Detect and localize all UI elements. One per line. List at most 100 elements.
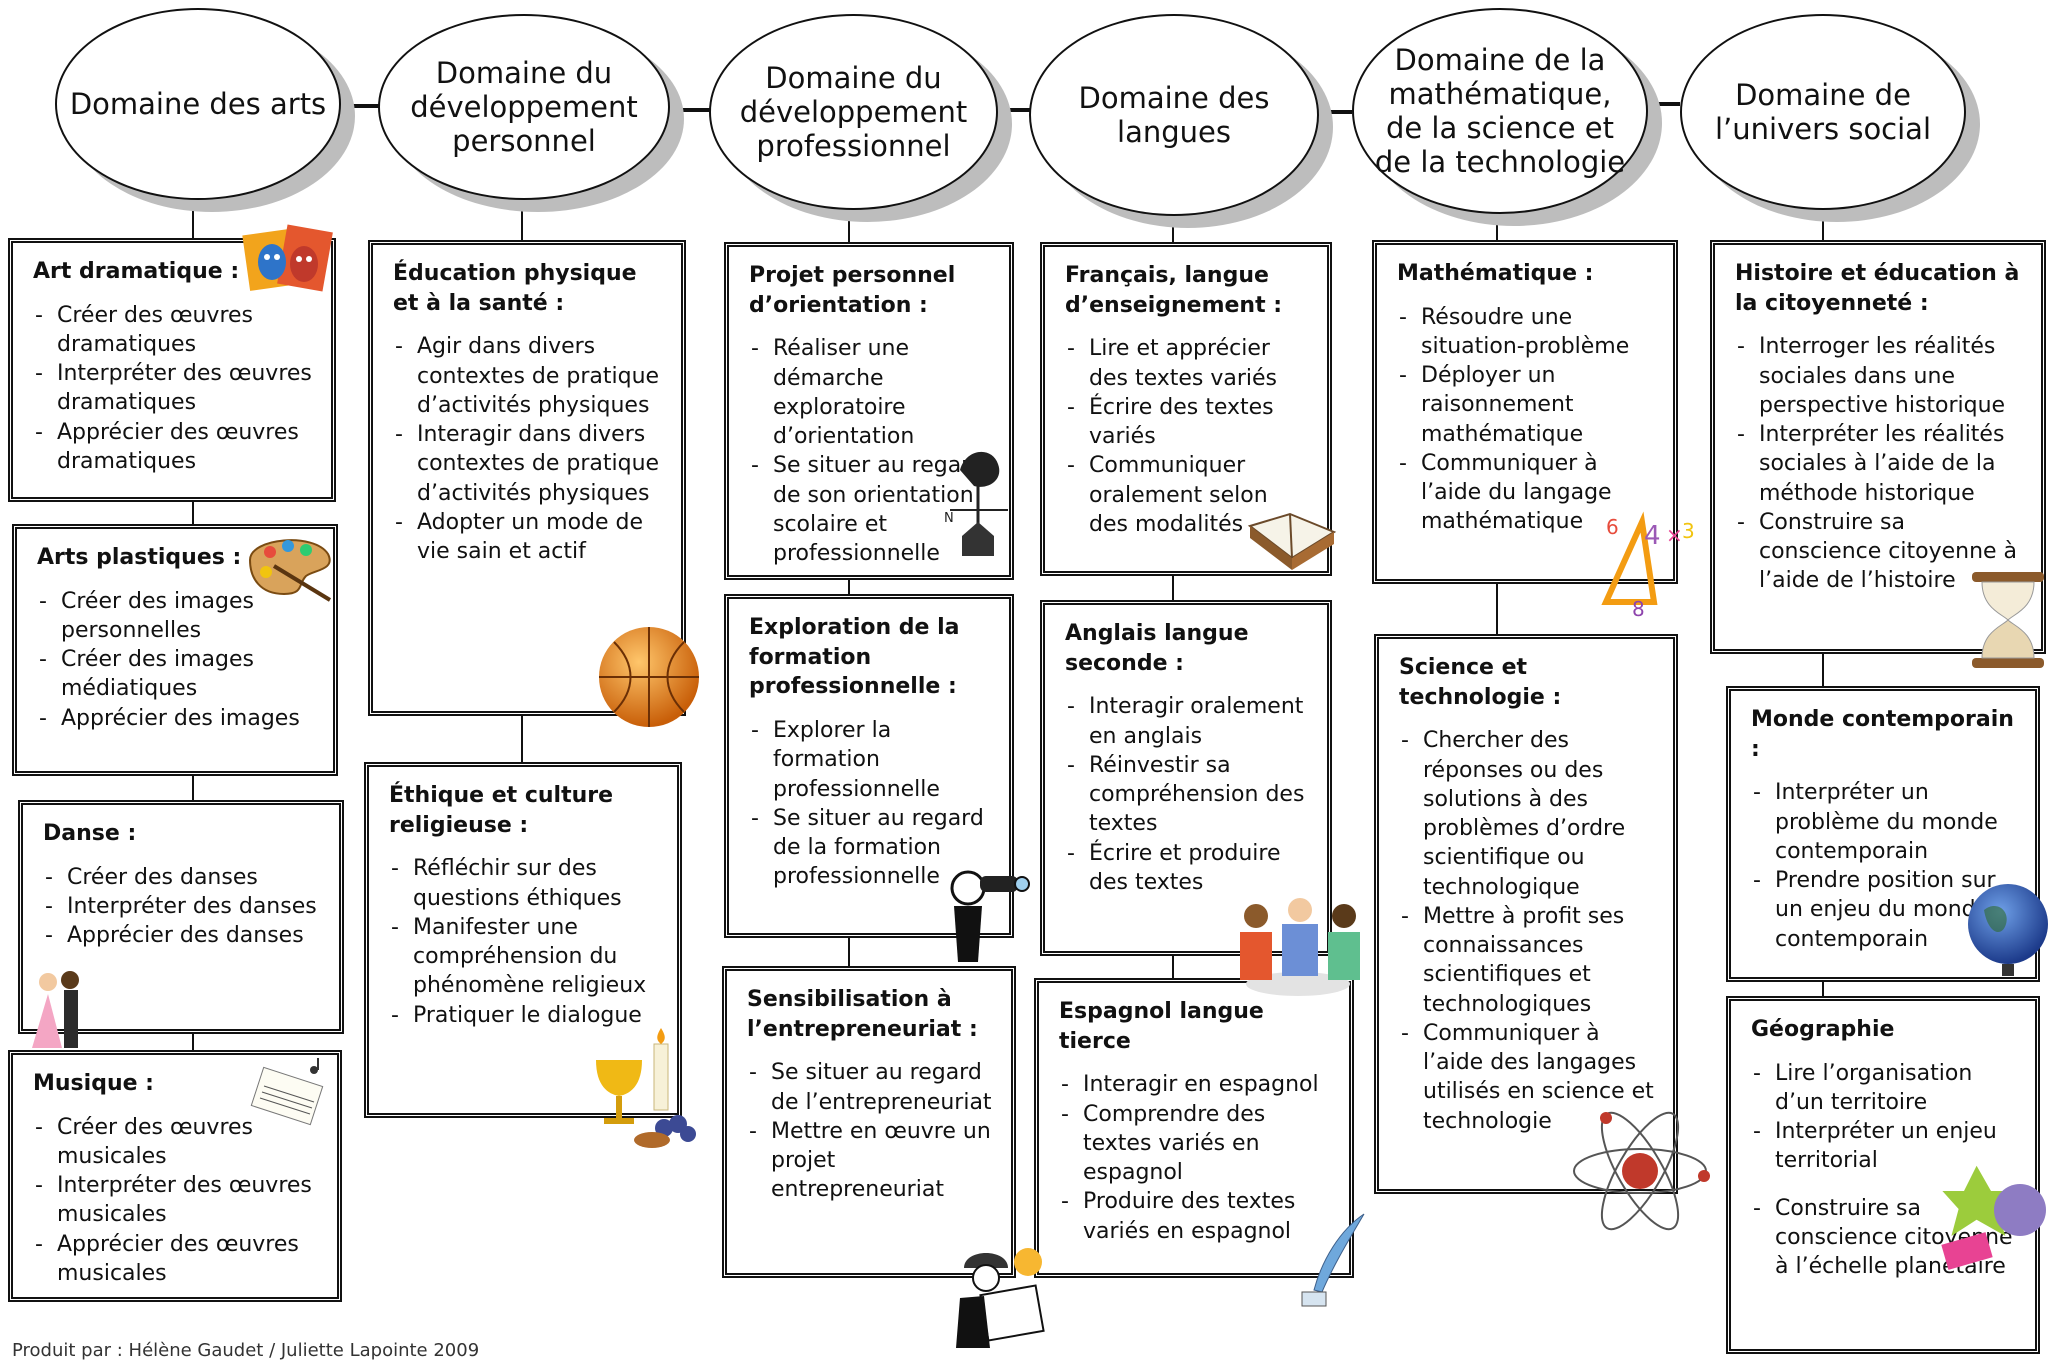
footer-credit: Produit par : Hélène Gaudet / Juliette L… bbox=[12, 1340, 480, 1361]
competency-list: Créer des danses Interpréter des danses … bbox=[43, 863, 325, 951]
competency-item: Réaliser une démarche exploratoire d’ori… bbox=[749, 334, 995, 451]
subject-title: Histoire et éducation à la citoyenneté : bbox=[1735, 261, 2020, 316]
worker-plan-icon bbox=[956, 1248, 1045, 1348]
svg-text:×: × bbox=[1666, 523, 1683, 547]
competency-item: Construire sa conscience citoyenne à l’a… bbox=[1735, 508, 2027, 596]
competency-item: Manifester une compréhension du phénomèn… bbox=[389, 913, 663, 1001]
competency-list: Se situer au regard de l’entrepreneuriat… bbox=[747, 1058, 997, 1204]
competency-item: Apprécier des œuvres dramatiques bbox=[33, 418, 317, 477]
competency-list: Réaliser une démarche exploratoire d’ori… bbox=[749, 334, 995, 568]
competency-item: Communiquer à l’aide des langages utilis… bbox=[1399, 1019, 1659, 1136]
competency-item: Comprendre des textes variés en espagnol bbox=[1059, 1100, 1335, 1188]
paint-palette-icon bbox=[248, 539, 332, 602]
subject-card: Espagnol langue tierce Interagir en espa… bbox=[1034, 978, 1354, 1278]
subject-title: Musique : bbox=[33, 1071, 154, 1096]
competency-item: Interroger les réalités sociales dans un… bbox=[1735, 332, 2027, 420]
subject-title: Science et technologie : bbox=[1399, 655, 1562, 710]
subject-title: Français, langue d’enseignement : bbox=[1065, 263, 1283, 318]
weathervane-icon: N bbox=[944, 451, 1008, 556]
subject-title: Danse : bbox=[43, 821, 137, 846]
math-symbols-icon: 4 × 3 6 8 bbox=[1601, 511, 1695, 620]
subject-card: Sensibilisation à l’entrepreneuriat : Se… bbox=[722, 966, 1016, 1278]
atom-icon bbox=[1573, 1111, 1710, 1231]
competency-item: Apprécier des œuvres musicales bbox=[33, 1230, 323, 1289]
domain-social-universe: Domaine de l’univers social bbox=[1680, 14, 1966, 210]
competency-item: Interpréter un enjeu territorial bbox=[1751, 1117, 2021, 1176]
svg-text:3: 3 bbox=[1682, 519, 1695, 543]
competency-list: Explorer la formation professionnelle Se… bbox=[749, 716, 995, 892]
competency-item: Agir dans divers contextes de pratique d… bbox=[393, 332, 667, 420]
competency-item: Prendre position sur un enjeu du monde c… bbox=[1751, 866, 2021, 954]
competency-item: Interpréter des œuvres dramatiques bbox=[33, 359, 317, 418]
competency-item: Produire des textes variés en espagnol bbox=[1059, 1187, 1335, 1246]
competency-item: Se situer au regard de l’entrepreneuriat bbox=[747, 1058, 997, 1117]
subject-card: Projet personnel d’orientation : Réalise… bbox=[724, 242, 1014, 580]
compass-globe-icon bbox=[1941, 1165, 2046, 1270]
competency-list: Créer des œuvres dramatiques Interpréter… bbox=[33, 301, 317, 477]
subject-card: Anglais langue seconde : Interagir orale… bbox=[1040, 600, 1332, 956]
competency-item: Adopter un mode de vie sain et actif bbox=[393, 508, 667, 567]
subject-title: Mathématique : bbox=[1397, 261, 1594, 286]
chalice-candle-icon bbox=[596, 1028, 696, 1148]
competency-item: Mettre en œuvre un projet entrepreneuria… bbox=[747, 1117, 997, 1205]
competency-item: Interpréter des œuvres musicales bbox=[33, 1171, 323, 1230]
music-sheet-icon bbox=[250, 1058, 324, 1126]
competency-item: Communiquer à l’aide du langage mathémat… bbox=[1397, 449, 1659, 537]
binoculars-icon bbox=[950, 870, 1030, 962]
theatre-masks-icon bbox=[242, 224, 333, 292]
competency-item: Interagir en espagnol bbox=[1059, 1070, 1335, 1100]
competency-item: Communiquer oralement selon des modalité… bbox=[1065, 451, 1313, 539]
subject-title: Éducation physique et à la santé : bbox=[393, 261, 637, 316]
subject-card: Géographie Lire l’organisation d’un terr… bbox=[1726, 996, 2040, 1354]
subject-title: Anglais langue seconde : bbox=[1065, 621, 1249, 676]
people-talking-icon bbox=[1240, 898, 1360, 996]
quill-pen-icon bbox=[1301, 1213, 1365, 1307]
domain-title: Domaine du développement professionnel bbox=[739, 60, 968, 164]
globe-icon bbox=[1968, 884, 2048, 976]
dancers-icon bbox=[32, 971, 79, 1048]
competency-item: Réfléchir sur des questions éthiques bbox=[389, 854, 663, 913]
basketball-icon bbox=[599, 627, 699, 727]
competency-list: Interagir oralement en anglais Réinvesti… bbox=[1065, 692, 1313, 897]
competency-list: Créer des images personnelles Créer des … bbox=[37, 587, 319, 734]
domain-math-science-technology: Domaine de la mathématique, de la scienc… bbox=[1352, 8, 1648, 214]
competency-list: Créer des œuvres musicales Interpréter d… bbox=[33, 1113, 323, 1289]
competency-item: Se situer au regard de la formation prof… bbox=[749, 804, 995, 892]
competency-list: Interagir en espagnol Comprendre des tex… bbox=[1059, 1070, 1335, 1246]
subject-card: Éducation physique et à la santé : Agir … bbox=[368, 240, 686, 716]
competency-item: Lire l’organisation d’un territoire bbox=[1751, 1059, 2021, 1118]
subject-title: Projet personnel d’orientation : bbox=[749, 263, 956, 318]
subject-card: Science et technologie : Chercher des ré… bbox=[1374, 634, 1678, 1194]
competency-item: Chercher des réponses ou des solutions à… bbox=[1399, 726, 1659, 902]
domain-arts: Domaine des arts bbox=[55, 8, 341, 200]
subject-title: Arts plastiques : bbox=[37, 545, 242, 570]
svg-text:4: 4 bbox=[1644, 521, 1661, 551]
domain-title: Domaine de la mathématique, de la scienc… bbox=[1374, 42, 1626, 180]
competency-list: Réfléchir sur des questions éthiques Man… bbox=[389, 854, 663, 1030]
competency-item: Mettre à profit ses connaissances scient… bbox=[1399, 902, 1659, 1019]
competency-item: Se situer au regard de son orientation s… bbox=[749, 451, 995, 568]
competency-list: Interpréter un problème du monde contemp… bbox=[1751, 778, 2021, 954]
competency-item: Apprécier des danses bbox=[43, 921, 325, 951]
competency-item: Réinvestir sa compréhension des textes bbox=[1065, 751, 1313, 839]
competency-item: Lire et apprécier des textes variés bbox=[1065, 334, 1313, 393]
competency-list: Résoudre une situation-problème Déployer… bbox=[1397, 303, 1659, 537]
competency-item: Créer des images personnelles bbox=[37, 587, 319, 646]
competency-list: Lire l’organisation d’un territoire Inte… bbox=[1751, 1059, 2021, 1282]
competency-item: Déployer un raisonnement mathématique bbox=[1397, 361, 1659, 449]
domain-title: Domaine du développement personnel bbox=[410, 55, 638, 159]
competency-list: Interroger les réalités sociales dans un… bbox=[1735, 332, 2027, 595]
competency-item: Créer des danses bbox=[43, 863, 325, 893]
competency-item: Interagir dans divers contextes de prati… bbox=[393, 420, 667, 508]
open-book-icon bbox=[1247, 512, 1337, 570]
subject-card: Monde contemporain : Interpréter un prob… bbox=[1726, 686, 2040, 982]
competency-item: Explorer la formation professionnelle bbox=[749, 716, 995, 804]
domain-title: Domaine des arts bbox=[69, 86, 327, 121]
competency-item: Pratiquer le dialogue bbox=[389, 1001, 663, 1031]
domain-title: Domaine de l’univers social bbox=[1714, 77, 1932, 146]
subject-title: Éthique et culture religieuse : bbox=[389, 783, 614, 838]
competency-item: Interpréter un problème du monde contemp… bbox=[1751, 778, 2021, 866]
competency-item: Écrire des textes variés bbox=[1065, 393, 1313, 452]
